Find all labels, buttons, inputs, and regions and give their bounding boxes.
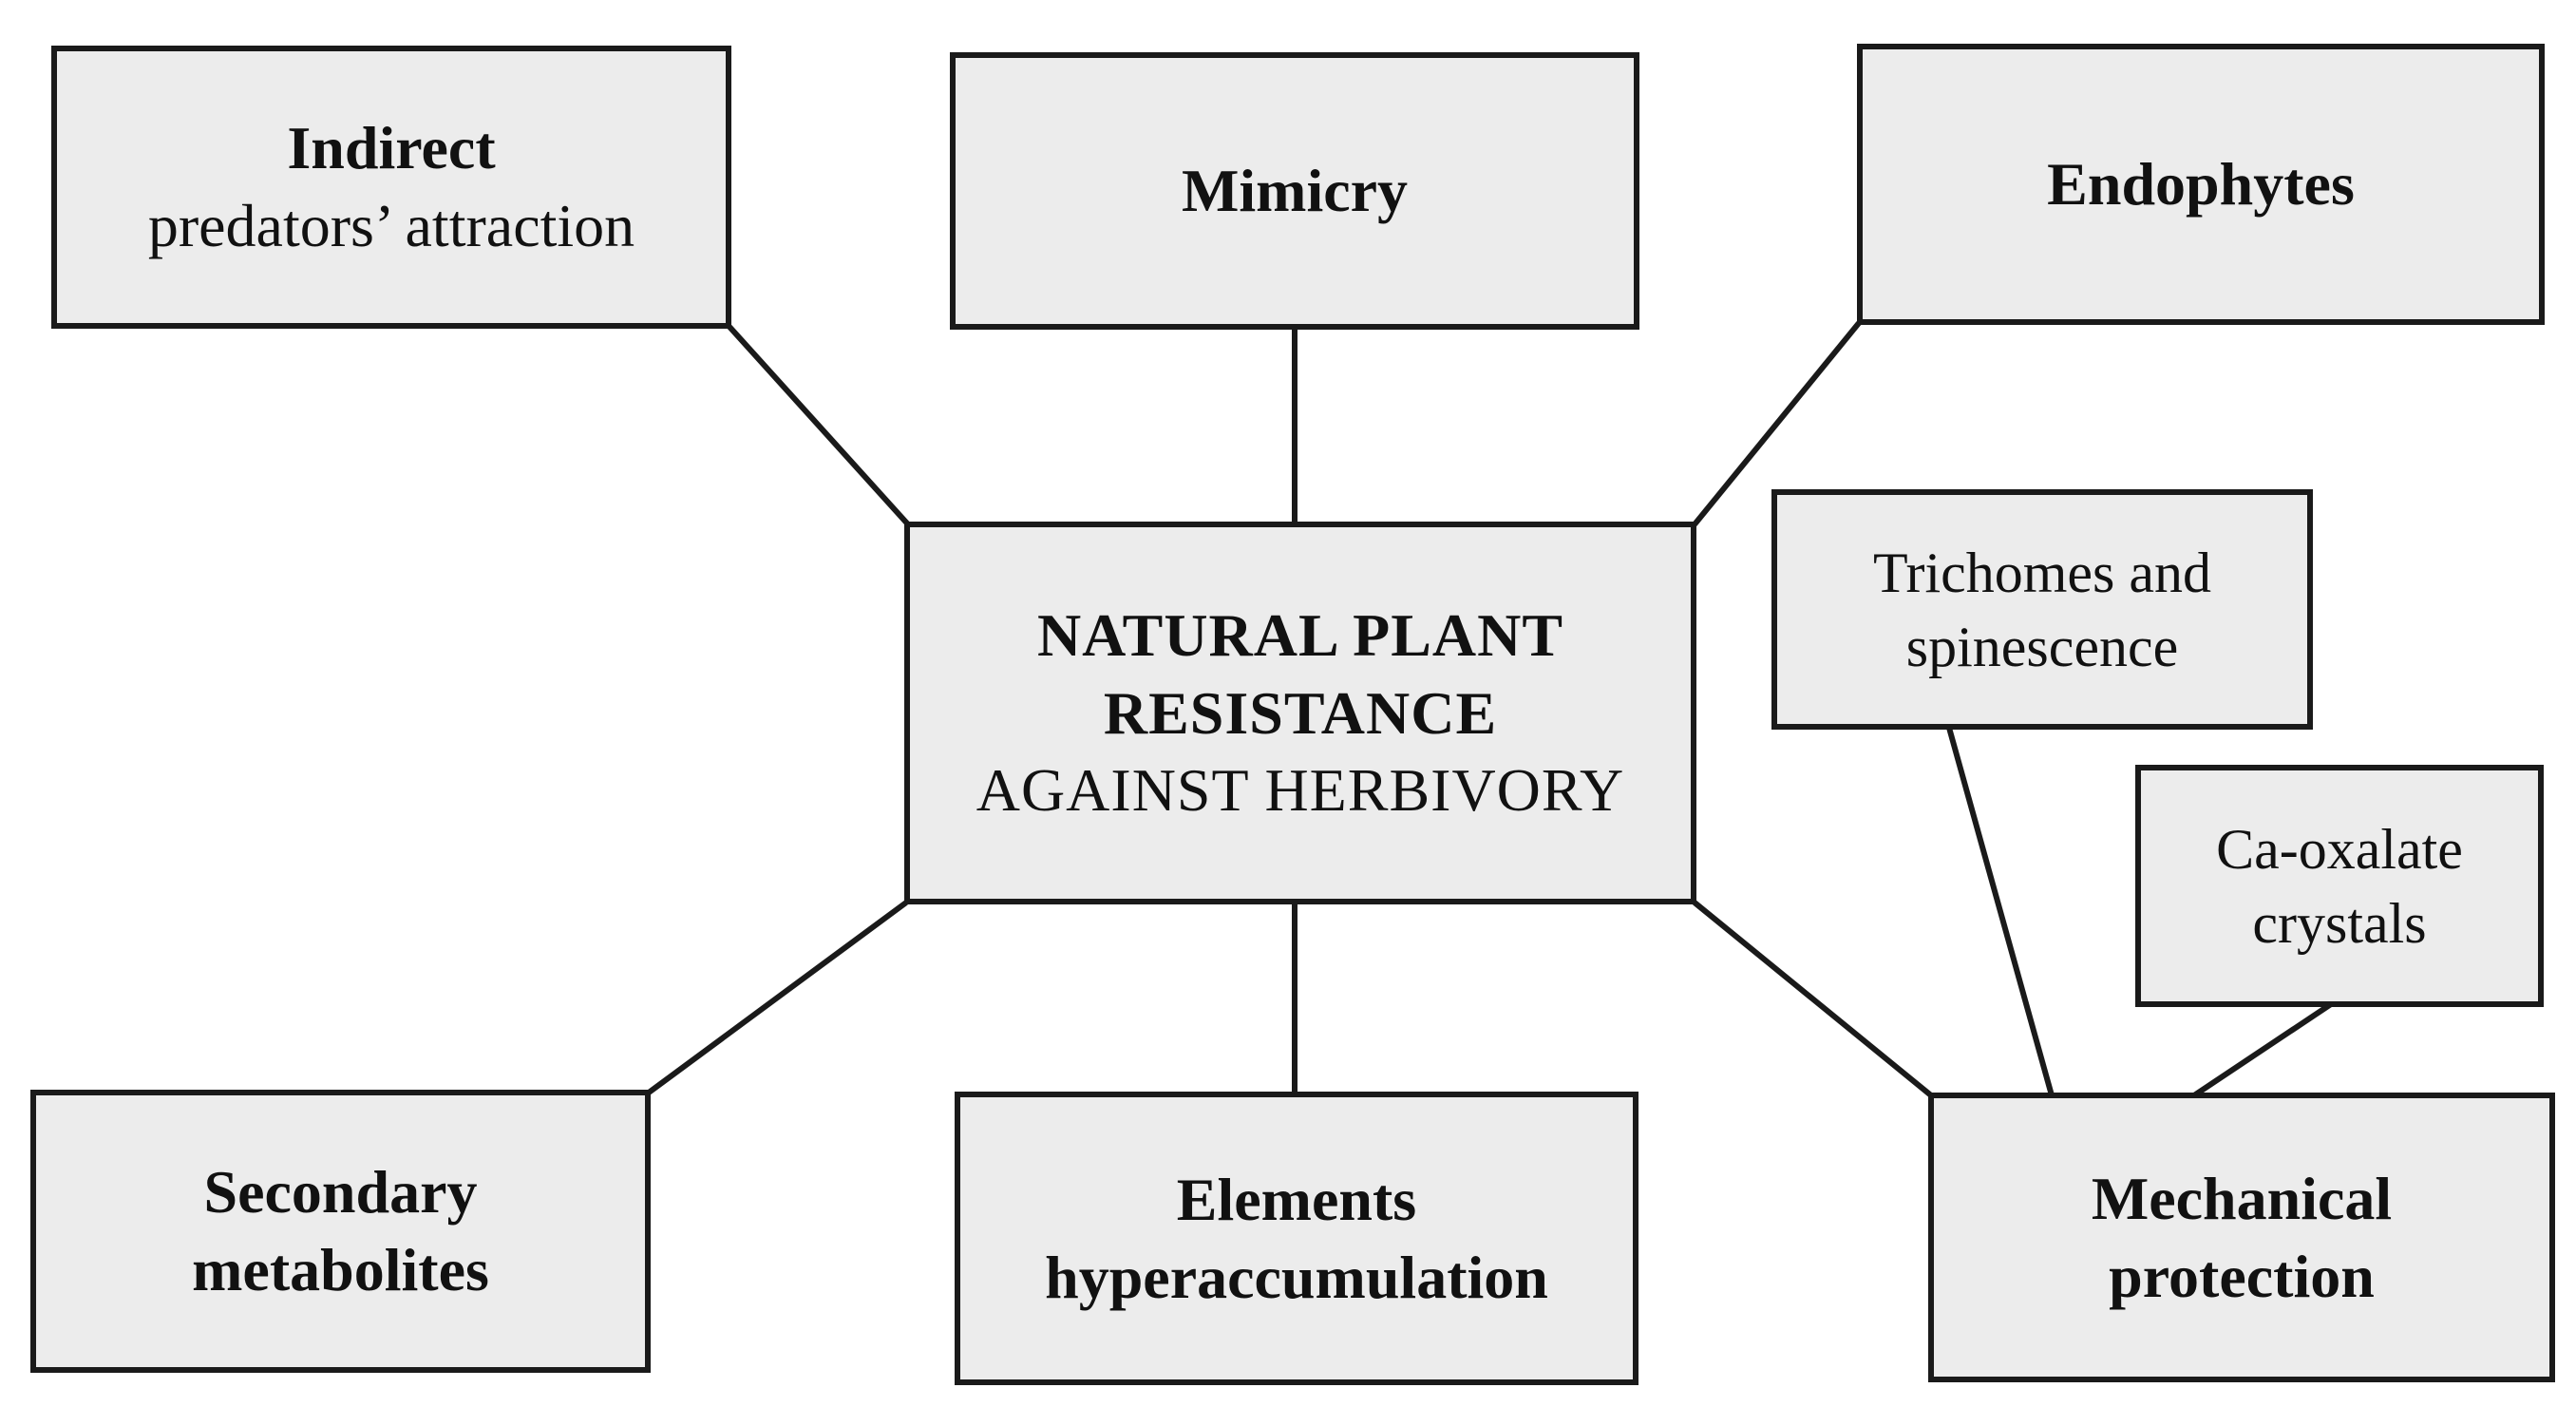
node-label-line: hyperaccumulation — [1045, 1243, 1548, 1311]
node-label-line: AGAINST HERBIVORY — [975, 756, 1625, 825]
node-indirect-predators-attraction: Indirect predators’ attraction — [51, 46, 731, 329]
node-label-line: RESISTANCE — [1103, 678, 1498, 747]
node-label-line: Indirect — [287, 114, 496, 182]
node-label-line: NATURAL PLANT — [1036, 600, 1564, 669]
node-label: Indirect predators’ attraction — [57, 109, 726, 265]
node-label-line: predators’ attraction — [147, 192, 635, 259]
node-label: Mimicry — [956, 152, 1634, 230]
connector-indirect-to-center — [727, 324, 911, 527]
connector-trichomes-to-mechanical — [1946, 727, 2055, 1096]
node-mechanical-protection: Mechanical protection — [1928, 1093, 2555, 1382]
node-label: Trichomes and spinescence — [1777, 536, 2307, 684]
node-label: NATURAL PLANT RESISTANCE AGAINST HERBIVO… — [910, 597, 1691, 830]
node-label-line: Trichomes and — [1872, 541, 2212, 604]
node-label-line: spinescence — [1905, 615, 2179, 678]
node-ca-oxalate-crystals: Ca-oxalate crystals — [2135, 765, 2544, 1007]
node-label: Ca-oxalate crystals — [2141, 812, 2538, 960]
connector-center-to-mechanical — [1693, 900, 1933, 1098]
node-label: Elements hyperaccumulation — [960, 1161, 1633, 1317]
node-label-line: Elements — [1176, 1165, 1417, 1233]
node-secondary-metabolites: Secondary metabolites — [30, 1090, 651, 1373]
node-label-line: crystals — [2252, 891, 2427, 955]
connector-endophytes-to-center — [1692, 321, 1862, 526]
node-label-line: protection — [2109, 1242, 2375, 1310]
node-label: Mechanical protection — [1934, 1160, 2549, 1316]
node-natural-plant-resistance: NATURAL PLANT RESISTANCE AGAINST HERBIVO… — [904, 522, 1696, 904]
node-mimicry: Mimicry — [950, 52, 1639, 330]
node-label-line: Mechanical — [2091, 1164, 2393, 1232]
node-label: Endophytes — [1863, 145, 2539, 223]
node-label-line: Endophytes — [2047, 150, 2355, 219]
node-label-line: Mimicry — [1181, 157, 1409, 225]
connector-center-to-secondary — [647, 900, 908, 1095]
node-trichomes-spinescence: Trichomes and spinescence — [1771, 489, 2313, 730]
node-label-line: Secondary — [203, 1158, 478, 1226]
node-elements-hyperaccumulation: Elements hyperaccumulation — [955, 1092, 1638, 1385]
node-endophytes: Endophytes — [1857, 44, 2545, 325]
connector-ca-oxalate-to-mechanical — [2192, 1001, 2333, 1098]
node-label: Secondary metabolites — [36, 1153, 645, 1309]
node-label-line: Ca-oxalate — [2216, 817, 2463, 881]
node-label-line: metabolites — [192, 1236, 489, 1303]
